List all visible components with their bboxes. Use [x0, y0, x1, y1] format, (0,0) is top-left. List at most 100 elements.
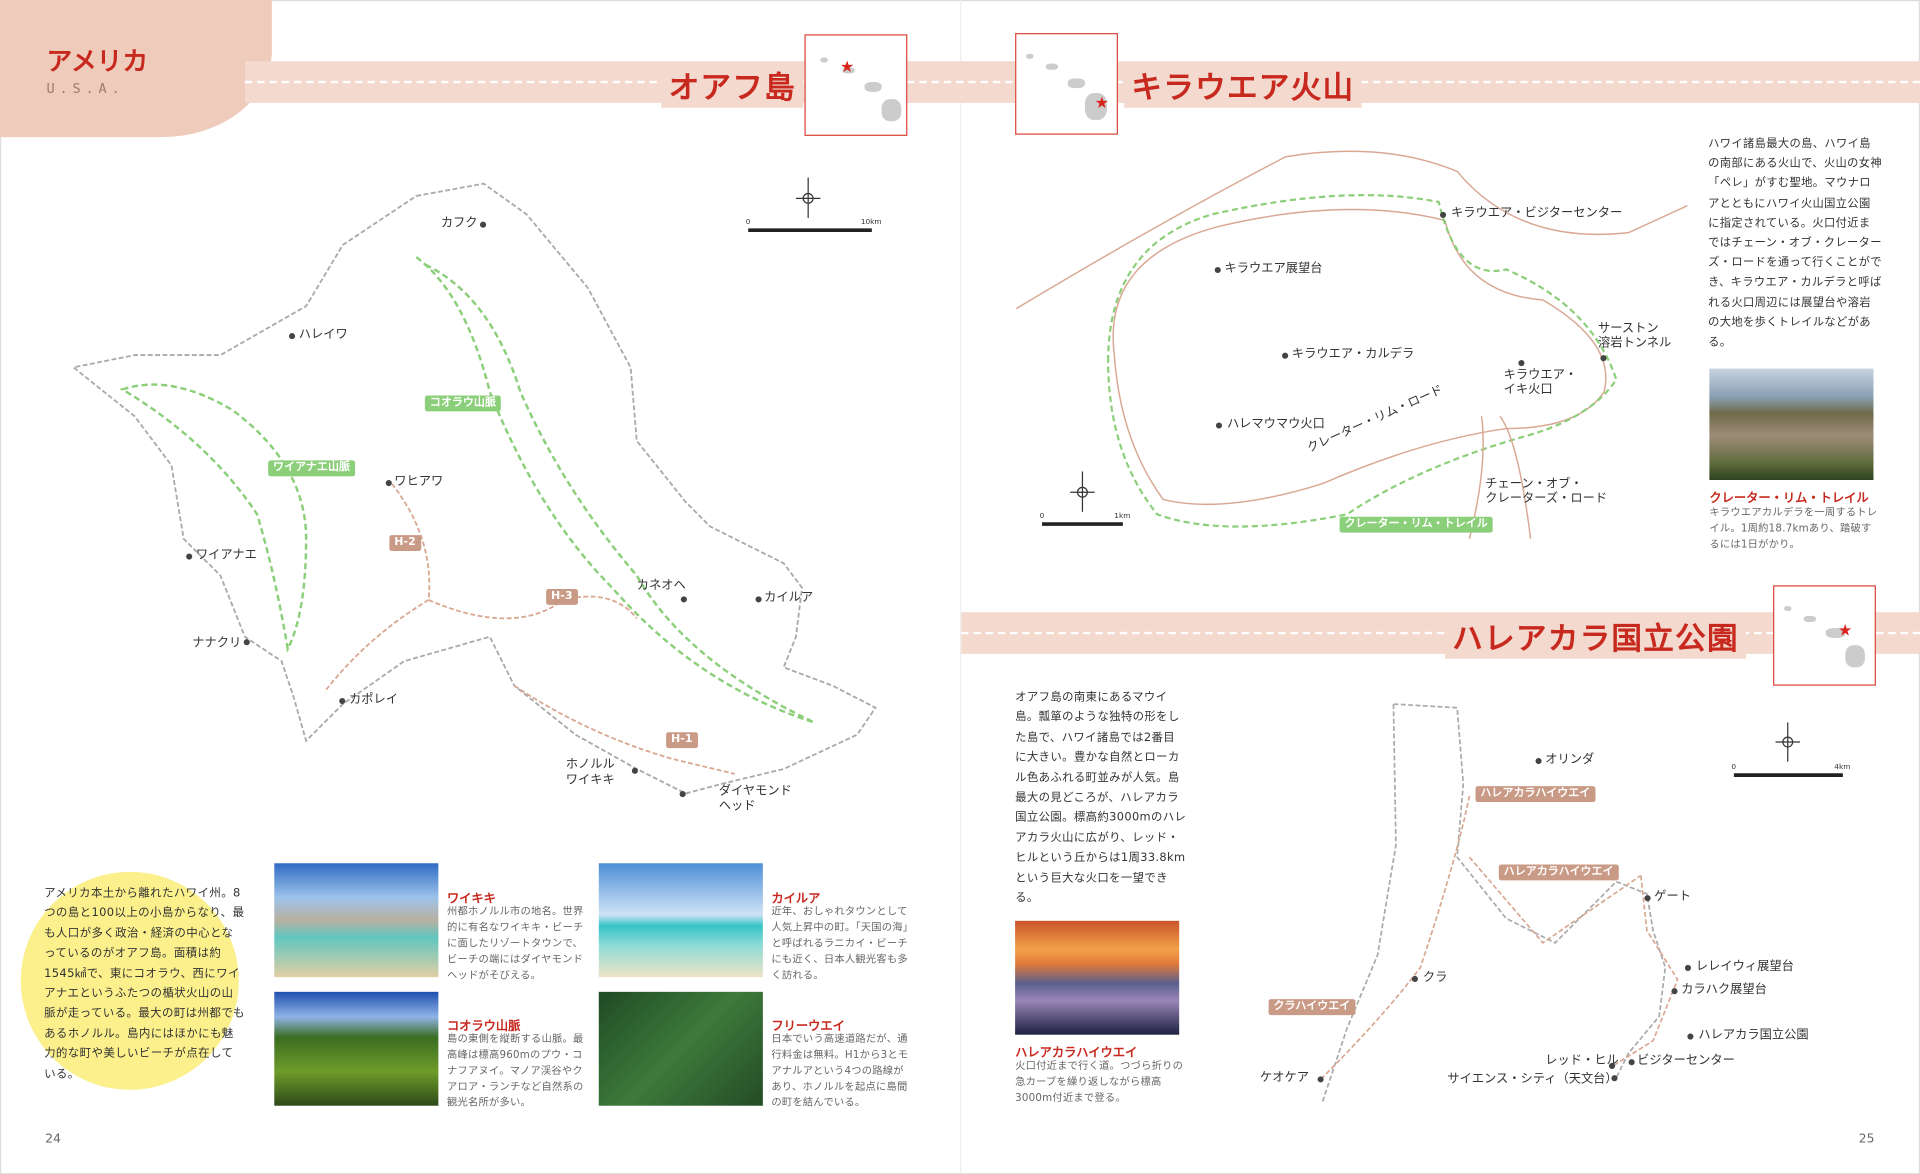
map-label: ハレマウマウ火口	[1226, 417, 1325, 432]
map-label: サイエンス・シティ（天文台）	[1447, 1072, 1618, 1087]
map-label: ハレイワ	[298, 328, 348, 342]
region-badge	[0, 0, 272, 138]
star-icon: ★	[1837, 622, 1853, 641]
waikiki-photo	[274, 863, 439, 978]
scale-label: 0	[1039, 511, 1045, 521]
scale-label: 0	[1731, 762, 1737, 772]
place-dot	[1611, 1075, 1618, 1082]
spot-title: フリーウエイ	[771, 1020, 845, 1034]
map-label: クラ	[1422, 971, 1448, 985]
spot-title: コオラウ山脈	[446, 1020, 521, 1034]
place-dot	[186, 553, 193, 560]
map-label: ホノルル	[565, 757, 615, 772]
highway-tag: ハレアカラハイウエイ	[1475, 786, 1596, 803]
highway-tag: H-3	[546, 588, 578, 605]
compass-icon	[1070, 471, 1095, 512]
map-label: イキ火口	[1503, 383, 1553, 397]
place-dot	[1684, 964, 1692, 972]
koolau-photo	[274, 991, 439, 1106]
scale-label: 1km	[1114, 511, 1131, 521]
map-label: ワヒアワ	[394, 475, 444, 489]
place-dot	[679, 791, 686, 798]
kilauea-locator-map: ★	[1015, 33, 1118, 135]
koolau-range-line	[415, 256, 815, 724]
gutter	[960, 0, 962, 1174]
page-number-left: 24	[45, 1132, 61, 1147]
crater-rim-trail	[1107, 194, 1618, 528]
place-dot	[1214, 266, 1221, 274]
place-dot	[1644, 895, 1651, 902]
mountain-tag: コオラウ山脈	[424, 395, 501, 412]
region-title: アメリカ	[46, 46, 149, 76]
map-label: カイルア	[764, 591, 814, 605]
place-dot	[680, 596, 687, 603]
map-label: カポレイ	[348, 693, 398, 707]
haleakala-title: ハレアカラ国立公園	[1444, 614, 1747, 659]
place-dot	[385, 480, 392, 487]
map-label: ハレアカラ国立公園	[1698, 1028, 1809, 1043]
kilauea-text: ハワイ諸島最大の島、ハワイ島の南部にある火山で、火山の女神「ペレ」がすむ聖地。マ…	[1708, 137, 1882, 350]
scale-label: 4km	[1834, 762, 1851, 772]
map-label: ダイヤモンド	[718, 784, 792, 799]
waianae-range-line	[119, 383, 308, 653]
crater-rim-drive	[1112, 208, 1607, 506]
place-dot	[1282, 352, 1289, 359]
kailua-photo	[598, 863, 763, 978]
place-dot	[288, 333, 296, 340]
star-icon: ★	[840, 58, 855, 78]
map-label: カネオヘ	[636, 579, 686, 593]
road-label: クレーターズ・ロード	[1485, 492, 1608, 506]
scale-label: 10km	[860, 217, 882, 227]
place-dot	[1600, 355, 1607, 362]
intro-circle	[20, 871, 239, 1090]
spot-text: 近年、おしゃれタウンとして人気上昇中の町。「天国の海」と呼ばれるラニカイ・ビーチ…	[771, 904, 909, 981]
place-dot	[1440, 211, 1447, 218]
haleakala-text: オアフ島の南東にあるマウイ島。瓢箪のような独特の形をした島で、ハワイ諸島では2番…	[1015, 690, 1187, 905]
map-label: オリンダ	[1545, 753, 1595, 767]
place-dot	[1411, 975, 1418, 983]
compass-icon	[795, 177, 821, 218]
maui-coastline	[1321, 703, 1667, 1103]
place-dot	[1687, 1033, 1694, 1040]
page-number-right: 25	[1858, 1132, 1875, 1147]
place-dot	[1628, 1059, 1635, 1066]
map-label: ヘッド	[718, 799, 756, 814]
photo-text: キラウエアカルデラを一周するトレイル。1周約18.7kmあり、踏破するには1日が…	[1709, 505, 1878, 550]
spot-title: カイルア	[771, 892, 821, 907]
road-label: チェーン・オブ・	[1485, 477, 1583, 492]
photo-title: クレーター・リム・トレイル	[1709, 492, 1869, 506]
oahu-highways	[323, 483, 735, 775]
haleakala-photo	[1015, 920, 1180, 1035]
intro-text: アメリカ本土から離れたハワイ州。8つの島と100以上の小島からなり、最も人口が多…	[44, 886, 245, 1081]
map-label: キラウエア・	[1503, 368, 1578, 383]
map-label: カフク	[440, 216, 478, 231]
map-label: ビジターセンター	[1637, 1054, 1735, 1068]
map-label: サーストン	[1597, 322, 1659, 336]
place-dot	[1608, 1062, 1616, 1069]
map-label: キラウエア・カルデラ	[1291, 347, 1415, 362]
map-label: ゲート	[1654, 890, 1692, 904]
trail-tag: クレーター・リム・トレイル	[1339, 516, 1493, 533]
star-icon: ★	[1094, 94, 1109, 113]
spot-text: 州都ホノルル市の地名。世界的に有名なワイキキ・ビーチに面したリゾートタウンで、ビ…	[446, 904, 584, 981]
crater-rim-photo	[1709, 368, 1874, 481]
mountain-tag: ワイアナエ山脈	[268, 460, 355, 477]
place-dot	[480, 221, 487, 228]
scale-label: 0	[745, 217, 751, 227]
oahu-title: オアフ島	[661, 63, 804, 108]
highway-tag: H-1	[666, 732, 698, 749]
map-label: ケオケア	[1260, 1071, 1309, 1085]
kilauea-title: キラウエア火山	[1124, 63, 1362, 108]
photo-text: 火口付近まで行く道。つづら折りの急カーブを繰り返しながら標高3000m付近まで登…	[1015, 1059, 1184, 1104]
spot-title: ワイキキ	[446, 892, 496, 907]
highway-tag: ハレアカラハイウエイ	[1498, 864, 1619, 881]
header-band-haleakala	[961, 612, 1920, 654]
map-label: レッド・ヒル	[1545, 1054, 1619, 1068]
map-label: ナナクリ	[192, 636, 242, 651]
place-dot	[1518, 360, 1525, 367]
oahu-coastline	[71, 182, 877, 795]
map-label: 溶岩トンネル	[1597, 336, 1672, 351]
place-dot	[1671, 988, 1678, 995]
oahu-locator-map: ★	[804, 34, 908, 136]
spot-text: 島の東側を縦断する山脈。最高峰は標高960mのプウ・コナフアヌイ。マノア渓谷やク…	[446, 1032, 584, 1109]
